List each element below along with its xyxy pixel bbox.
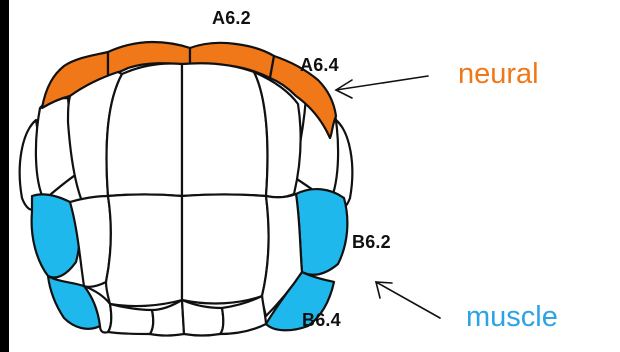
image-edge-band (0, 0, 9, 352)
bottom-cell (218, 294, 268, 336)
label-b6-4: B6.4 (302, 310, 341, 330)
label-a6-2: A6.2 (212, 8, 251, 28)
muscle-arrowhead (374, 281, 393, 299)
lower-right-outer-cell (260, 192, 304, 318)
label-b6-2: B6.2 (352, 232, 391, 252)
lower-center-left-cell (104, 193, 184, 308)
fate-label-muscle: muscle (466, 301, 558, 333)
bottom-cell (106, 302, 155, 336)
fate-label-neural: neural (458, 58, 539, 90)
neural-arrow (335, 75, 429, 91)
label-a6-4: A6.4 (300, 55, 339, 75)
neural-arrowhead (334, 79, 353, 99)
bottom-cell (148, 298, 186, 337)
upper-center-left-cell (105, 62, 184, 198)
muscle-arrow (375, 281, 441, 319)
neural-cell (268, 54, 338, 140)
lower-center-right-cell (180, 193, 270, 305)
upper-center-right-cell (180, 62, 269, 198)
bottom-cell (180, 298, 225, 337)
muscle-cell (30, 193, 81, 279)
muscle-cell (294, 188, 349, 276)
muscle-cell (264, 270, 336, 332)
